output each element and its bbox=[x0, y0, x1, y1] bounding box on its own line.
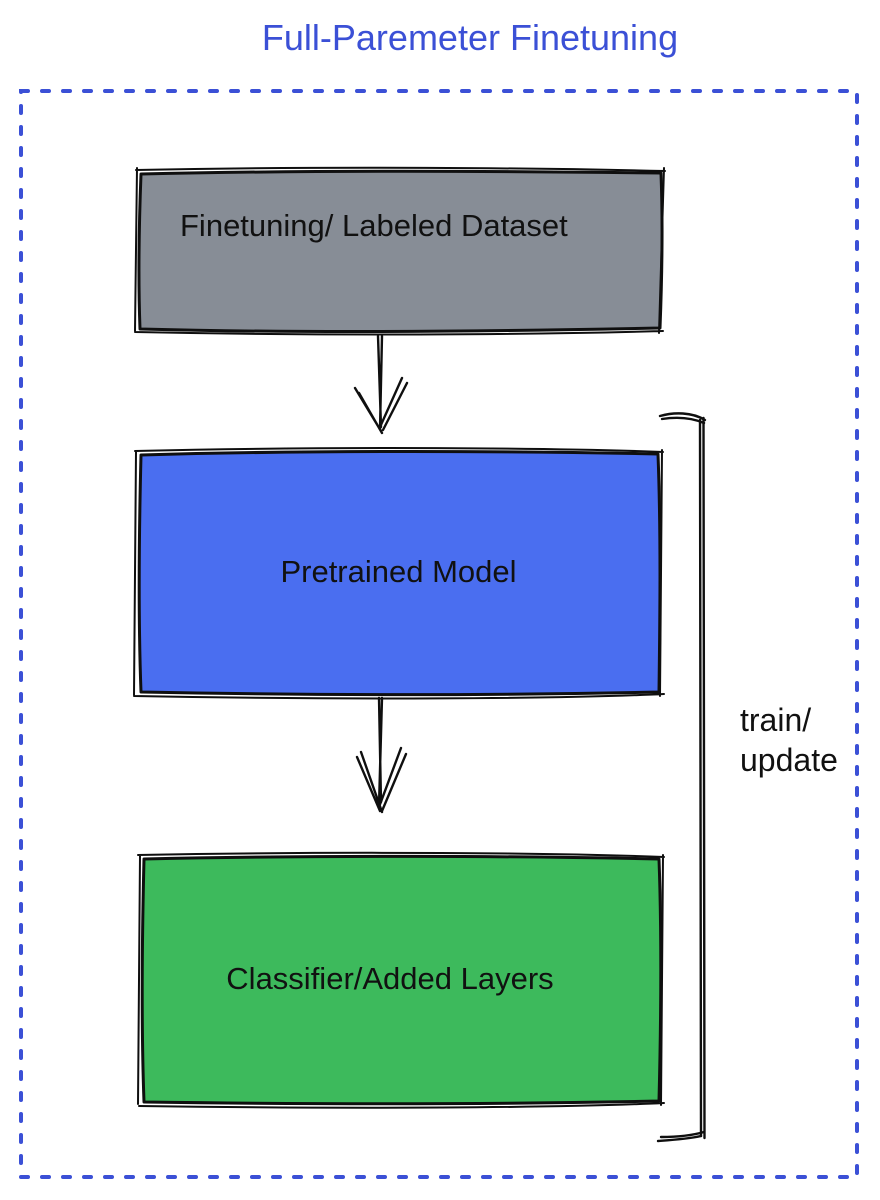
bracket-label: train/ update bbox=[740, 700, 838, 780]
pretrained-box-fill bbox=[137, 450, 662, 697]
dashed-border-frame bbox=[19, 89, 859, 1179]
dataset-box-sketch-stroke bbox=[134, 166, 666, 336]
arrow-pretrained-to-classifier bbox=[355, 696, 408, 814]
pretrained-box-label: Pretrained Model bbox=[280, 554, 517, 589]
pretrained-box-shape bbox=[133, 447, 665, 700]
dataset-box-shape bbox=[134, 166, 666, 336]
classifier-box-shape bbox=[137, 851, 665, 1109]
classifier-box-fill bbox=[140, 854, 663, 1106]
dataset-box-label: Finetuning/ Labeled Dataset bbox=[180, 208, 568, 243]
dataset-box-fill bbox=[137, 169, 664, 334]
bracket-label-line2: update bbox=[740, 742, 838, 778]
classifier-box-sketch-stroke bbox=[137, 851, 665, 1109]
classifier-box-label: Classifier/Added Layers bbox=[226, 961, 554, 996]
pretrained-box-sketch-stroke bbox=[133, 447, 665, 700]
diagram-title: Full-Paremeter Finetuning bbox=[261, 17, 679, 58]
bracket-label-line1: train/ bbox=[740, 702, 812, 738]
train-update-bracket bbox=[656, 412, 707, 1143]
arrow-dataset-to-pretrained bbox=[353, 334, 409, 435]
